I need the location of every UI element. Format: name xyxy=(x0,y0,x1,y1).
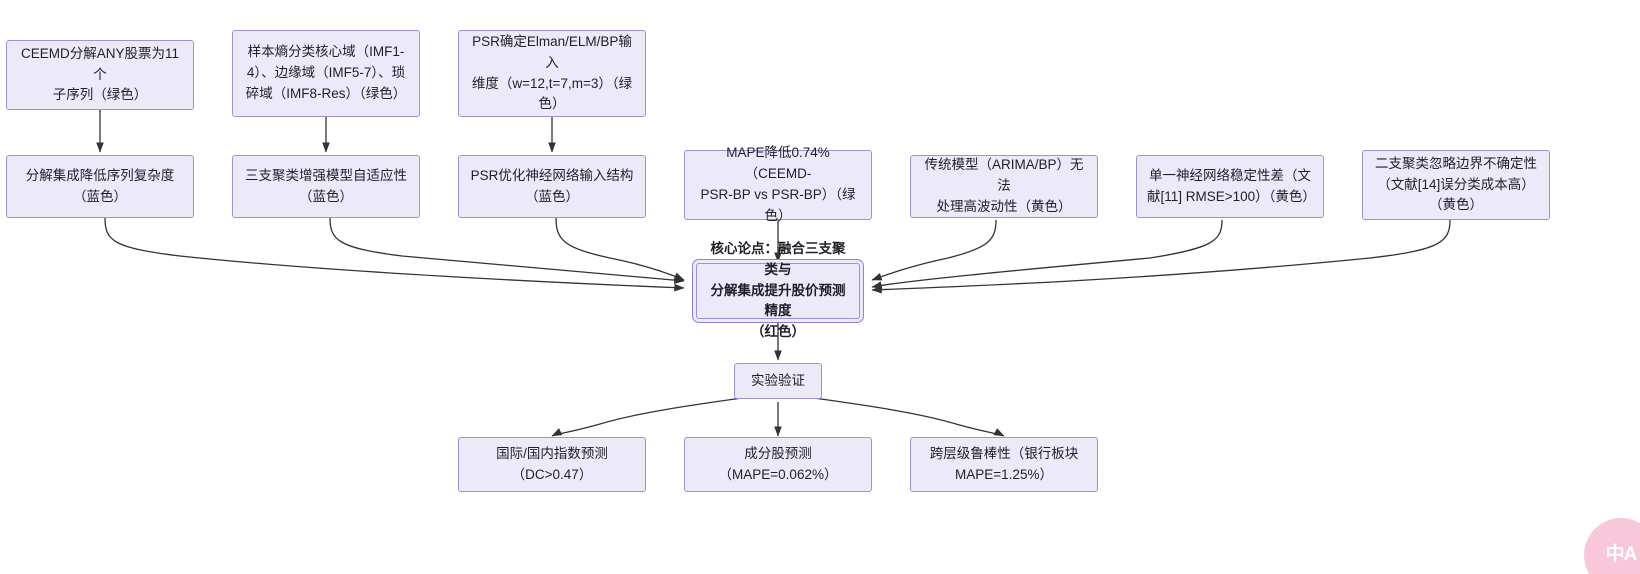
node-index-forecast-result[interactable]: 国际/国内指数预测 （DC>0.47） xyxy=(458,437,646,492)
edge-m7-core xyxy=(871,219,1451,294)
edge-m6-core xyxy=(871,219,1223,290)
node-label: 分解集成降低序列复杂度 （蓝色） xyxy=(25,167,175,204)
edge-m5-core xyxy=(871,219,997,281)
edge-validation-b1 xyxy=(551,397,743,437)
node-single-network-instability[interactable]: 单一神经网络稳定性差（文 献[11] RMSE>100）（黄色） xyxy=(1136,155,1324,218)
node-label: 传统模型（ARIMA/BP）无法 处理高波动性（黄色） xyxy=(924,157,1084,214)
node-label: 二支聚类忽略边界不确定性 （文献[14]误分类成本高） （黄色） xyxy=(1375,155,1537,213)
node-psr-optimize-network-input[interactable]: PSR优化神经网络输入结构 （蓝色） xyxy=(458,155,646,218)
node-label: PSR优化神经网络输入结构 （蓝色） xyxy=(470,167,634,204)
node-label: 单一神经网络稳定性差（文 献[11] RMSE>100）（黄色） xyxy=(1147,167,1316,204)
node-reduce-sequence-complexity[interactable]: 分解集成降低序列复杂度 （蓝色） xyxy=(6,155,194,218)
node-label: CEEMD分解ANY股票为11个 子序列（绿色） xyxy=(20,45,180,103)
node-label: 跨层级鲁棒性（银行板块 MAPE=1.25%） xyxy=(929,445,1079,482)
node-label: 核心论点：融合三支聚类与 分解集成提升股价预测精度 （红色） xyxy=(710,240,846,340)
node-label: MAPE降低0.74%（CEEMD- PSR-BP vs PSR-BP）（绿 色… xyxy=(700,145,856,223)
node-label: 样本熵分类核心域（IMF1- 4）、边缘域（IMF5-7）、琐 碎域（IMF8-… xyxy=(245,44,407,101)
node-psr-input-dimension[interactable]: PSR确定Elman/ELM/BP输入 维度（w=12,t=7,m=3）（绿 色… xyxy=(458,30,646,117)
edge-validation-b3 xyxy=(813,397,1005,437)
node-sample-entropy-classification[interactable]: 样本熵分类核心域（IMF1- 4）、边缘域（IMF5-7）、琐 碎域（IMF8-… xyxy=(232,30,420,117)
node-label: 实验验证 xyxy=(751,372,805,388)
node-cross-level-robustness-result[interactable]: 跨层级鲁棒性（银行板块 MAPE=1.25%） xyxy=(910,437,1098,492)
node-label: 成分股预测 （MAPE=0.062%） xyxy=(718,445,838,482)
node-traditional-model-limitation[interactable]: 传统模型（ARIMA/BP）无法 处理高波动性（黄色） xyxy=(910,155,1098,218)
node-experimental-validation[interactable]: 实验验证 xyxy=(734,363,822,399)
edge-m1-core xyxy=(104,217,685,292)
node-core-thesis[interactable]: 核心论点：融合三支聚类与 分解集成提升股价预测精度 （红色） xyxy=(696,241,860,339)
node-label: PSR确定Elman/ELM/BP输入 维度（w=12,t=7,m=3）（绿 色… xyxy=(471,33,633,112)
node-label: 三支聚类增强模型自适应性 （蓝色） xyxy=(245,167,407,204)
watermark-badge: 中A xyxy=(1584,518,1640,574)
node-ceemd-decomposition[interactable]: CEEMD分解ANY股票为11个 子序列（绿色） xyxy=(6,40,194,110)
edge-m3-core xyxy=(555,217,685,281)
node-constituent-stock-forecast-result[interactable]: 成分股预测 （MAPE=0.062%） xyxy=(684,437,872,492)
watermark-label: 中A xyxy=(1605,543,1638,565)
node-label: 国际/国内指数预测 （DC>0.47） xyxy=(496,445,608,482)
node-three-way-clustering-adaptivity[interactable]: 三支聚类增强模型自适应性 （蓝色） xyxy=(232,155,420,218)
edge-m2-core xyxy=(329,217,685,284)
node-two-way-clustering-limitation[interactable]: 二支聚类忽略边界不确定性 （文献[14]误分类成本高） （黄色） xyxy=(1362,150,1550,220)
node-mape-reduction-evidence[interactable]: MAPE降低0.74%（CEEMD- PSR-BP vs PSR-BP）（绿 色… xyxy=(684,145,872,223)
